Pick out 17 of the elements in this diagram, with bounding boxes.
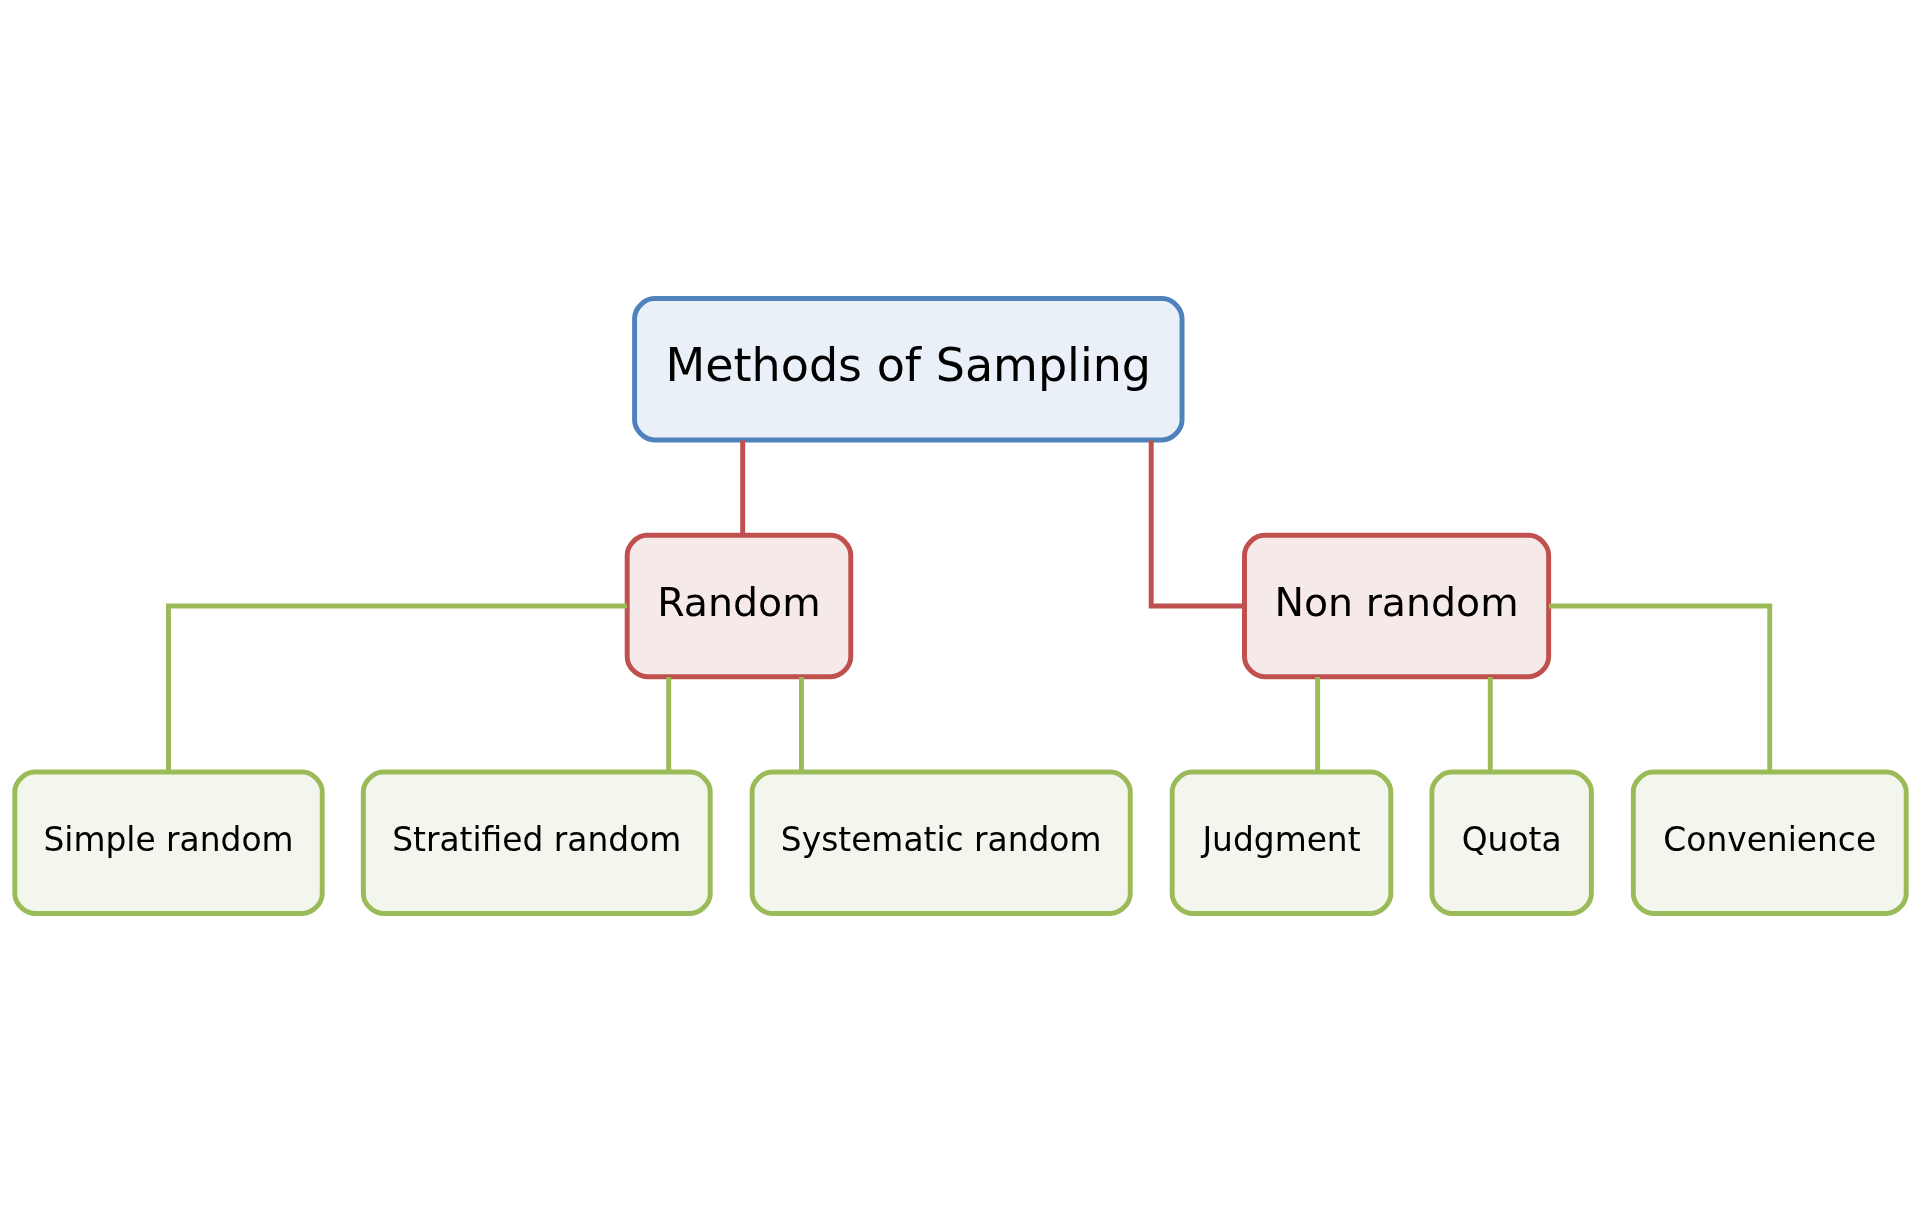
node-box: Systematic random [749,769,1133,916]
connector [666,676,672,772]
node-box: Convenience [1630,769,1909,916]
connector [1487,676,1493,772]
connector [1548,603,1773,772]
node-box: Judgment [1169,769,1394,916]
connector [799,676,804,772]
node-box: Stratified random [360,769,713,916]
connector [740,439,746,535]
node-box: Simple random [12,769,325,916]
node-box: Random [624,532,854,679]
connector [1148,439,1244,608]
connector [166,603,627,772]
node-box: Quota [1429,769,1594,916]
node-box: Non random [1242,532,1552,679]
connector [1315,676,1321,772]
node-box: Methods of Sampling [632,295,1185,442]
